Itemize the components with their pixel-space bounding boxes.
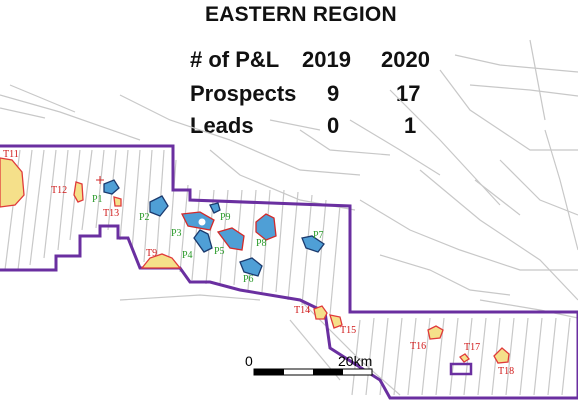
pl-table-row-prospects-2020: 17 [396, 81, 421, 106]
pl-table-row-prospects-label: Prospects [190, 81, 297, 106]
pl-table-row-leads-2020: 1 [404, 113, 417, 138]
prospect-p4-polygon[interactable] [193, 229, 213, 253]
prospect-label-p9: P9 [220, 212, 231, 223]
pl-table-header-label: # of P&L [190, 47, 280, 72]
lead-t15-polygon[interactable] [329, 314, 343, 329]
lead-label-t9: T9 [146, 248, 157, 259]
lead-t9-polygon[interactable] [140, 253, 182, 269]
prospect-p8-polygon[interactable] [255, 213, 277, 241]
prospect-label-p3: P3 [171, 228, 182, 239]
lead-label-t15: T15 [340, 325, 356, 336]
lead-label-t11: T11 [3, 149, 19, 160]
prospect-p5-polygon[interactable] [216, 227, 245, 251]
lead-label-t17: T17 [464, 342, 480, 353]
pl-table-row-leads-label: Leads [190, 113, 254, 138]
lead-t18-polygon[interactable] [493, 347, 510, 364]
lead-label-t18: T18 [498, 366, 514, 377]
lead-label-t16: T16 [410, 341, 426, 352]
prospect-label-p2: P2 [139, 212, 150, 223]
prospect-p9-polygon[interactable] [209, 202, 221, 214]
pl-table-year-2020: 2020 [381, 47, 430, 72]
lead-t17-polygon[interactable] [459, 353, 470, 363]
scale-bar: 0 20km [245, 353, 373, 376]
prospect-p3-polygon[interactable] [181, 211, 215, 231]
lead-label-t14: T14 [294, 305, 310, 316]
prospect-label-p1: P1 [92, 194, 103, 205]
lead-label-t13: T13 [103, 208, 119, 219]
prospect-p2-polygon[interactable] [149, 195, 169, 217]
lead-t16-polygon[interactable] [427, 325, 444, 340]
prospect-label-p5: P5 [214, 246, 225, 257]
lead-t12-polygon[interactable] [73, 181, 84, 203]
scale-bar-start-label: 0 [245, 353, 253, 369]
lead-t11-polygon[interactable] [0, 157, 25, 208]
prospect-p1-polygon[interactable] [103, 179, 120, 195]
prospect-label-p8: P8 [256, 238, 267, 249]
prospects-layer [103, 179, 325, 277]
t17-block-outline [449, 362, 473, 376]
prospect-p6-polygon[interactable] [239, 257, 263, 277]
lead-label-t12: T12 [51, 185, 67, 196]
prospect-label-p4: P4 [182, 250, 193, 261]
pl-table-year-2019: 2019 [302, 47, 351, 72]
scale-bar-end-label: 20km [338, 353, 372, 369]
prospect-label-p7: P7 [313, 230, 324, 241]
pl-table-row-leads-2019: 0 [327, 113, 340, 138]
prospect-label-p6: P6 [243, 274, 254, 285]
lead-t14-polygon[interactable] [313, 305, 328, 320]
prospect-p7-polygon[interactable] [301, 235, 325, 253]
dry-well-icon [96, 176, 104, 184]
lead-t13-polygon[interactable] [113, 196, 122, 207]
fault-lines [0, 39, 578, 396]
leads-layer [0, 157, 510, 364]
pl-table-row-prospects-2019: 9 [327, 81, 340, 106]
map-title: EASTERN REGION [205, 3, 397, 26]
licence-boundary [0, 144, 578, 400]
well-marker-icon [198, 218, 206, 226]
